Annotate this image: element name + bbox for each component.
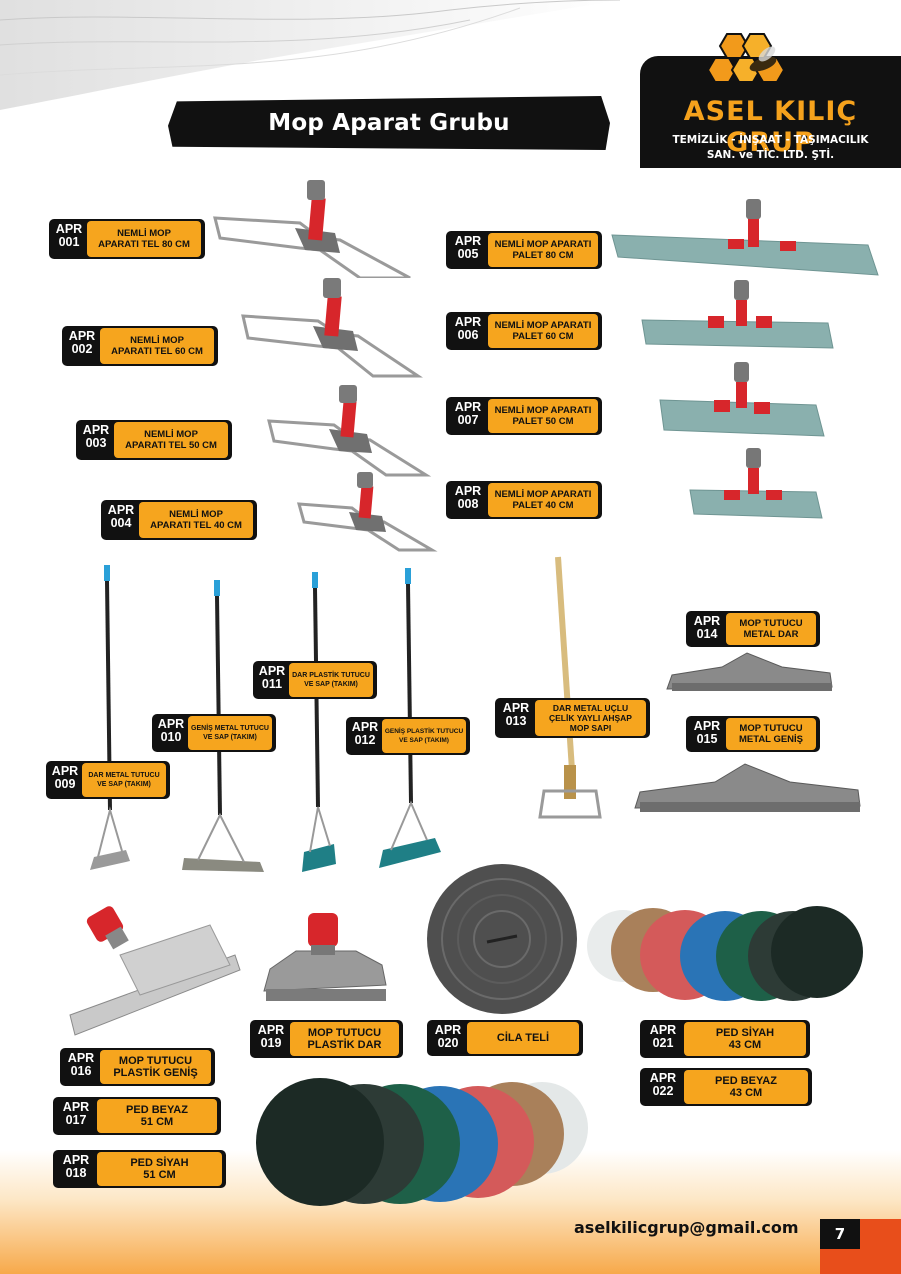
product-tag-005: APR 005 NEMLİ MOP APARATI PALET 80 CM xyxy=(446,231,602,269)
product-name: NEMLİ MOP APARATI TEL 60 CM xyxy=(100,328,214,364)
product-tag-001: APR 001 NEMLİ MOP APARATI TEL 80 CM xyxy=(49,219,205,259)
product-code: APR 001 xyxy=(55,222,83,249)
product-name: DAR PLASTİK TUTUCU VE SAP (TAKIM) xyxy=(289,663,373,697)
product-name: DAR METAL UÇLU ÇELİK YAYLI AHŞAP MOP SAP… xyxy=(535,700,646,736)
product-name: MOP TUTUCU PLASTİK DAR xyxy=(290,1022,399,1056)
product-tag-018: APR 018 PED SİYAH 51 CM xyxy=(53,1150,226,1188)
product-name: PED BEYAZ 51 CM xyxy=(97,1099,217,1133)
brand-name: ASEL KILIÇ GRUP xyxy=(683,96,858,158)
product-tag-007: APR 007 NEMLİ MOP APARATI PALET 50 CM xyxy=(446,397,602,435)
floor-pads-51-image xyxy=(256,1078,588,1206)
product-name: PED SİYAH 51 CM xyxy=(97,1152,222,1186)
product-code: APR 005 xyxy=(454,234,482,261)
wire-mop-frame-50-image xyxy=(267,385,432,477)
wire-mop-frame-60-image xyxy=(241,278,423,378)
product-code: APR 007 xyxy=(454,400,482,427)
product-code: APR 020 xyxy=(434,1023,462,1050)
product-code: APR 014 xyxy=(693,614,721,641)
product-name: NEMLİ MOP APARATI PALET 80 CM xyxy=(488,233,598,267)
plastic-holder-narrow-image xyxy=(263,913,387,1001)
product-tag-006: APR 006 NEMLİ MOP APARATI PALET 60 CM xyxy=(446,312,602,350)
product-tag-002: APR 002 NEMLİ MOP APARATI TEL 60 CM xyxy=(62,326,218,366)
product-code: APR 017 xyxy=(62,1100,90,1127)
product-name: GENİŞ METAL TUTUCU VE SAP (TAKIM) xyxy=(188,716,272,750)
contact-email[interactable]: aselkilicgrup@gmail.com xyxy=(574,1218,799,1237)
product-code: APR 010 xyxy=(157,717,185,744)
product-code: APR 008 xyxy=(454,484,482,511)
product-name: GENİŞ PLASTİK TUTUCU VE SAP (TAKIM) xyxy=(382,719,466,753)
pallet-mop-40-image xyxy=(689,448,823,519)
wide-plastic-holder-set-image xyxy=(379,568,441,868)
narrow-metal-holder-set-image xyxy=(90,565,130,870)
wire-mop-frame-80-image xyxy=(213,180,411,278)
brand-subtitle-1: TEMİZLİK - İNŞAAT - TAŞIMACILIK xyxy=(672,134,869,146)
product-code: APR 003 xyxy=(82,423,110,450)
header-swoosh xyxy=(0,0,621,110)
product-tag-010: APR 010 GENİŞ METAL TUTUCU VE SAP (TAKIM… xyxy=(152,714,276,752)
product-tag-008: APR 008 NEMLİ MOP APARATI PALET 40 CM xyxy=(446,481,602,519)
product-name: CİLA TELİ xyxy=(467,1022,579,1054)
product-name: MOP TUTUCU METAL DAR xyxy=(726,613,816,645)
product-tag-017: APR 017 PED BEYAZ 51 CM xyxy=(53,1097,221,1135)
product-name: MOP TUTUCU PLASTİK GENİŞ xyxy=(100,1050,211,1084)
product-code: APR 021 xyxy=(649,1023,677,1050)
product-tag-004: APR 004 NEMLİ MOP APARATI TEL 40 CM xyxy=(101,500,257,540)
product-code: APR 012 xyxy=(351,720,379,747)
pallet-mop-50-image xyxy=(659,362,825,437)
wide-metal-holder-set-image xyxy=(182,580,264,872)
product-tag-003: APR 003 NEMLİ MOP APARATI TEL 50 CM xyxy=(76,420,232,460)
product-code: APR 013 xyxy=(502,701,530,728)
product-name: NEMLİ MOP APARATI PALET 50 CM xyxy=(488,399,598,433)
product-tag-022: APR 022 PED BEYAZ 43 CM xyxy=(640,1068,812,1106)
product-tag-016: APR 016 MOP TUTUCU PLASTİK GENİŞ xyxy=(60,1048,215,1086)
product-name: NEMLİ MOP APARATI PALET 60 CM xyxy=(488,314,598,348)
brand-subtitle-2: SAN. ve TİC. LTD. ŞTİ. xyxy=(706,149,835,161)
wire-mop-frame-40-image xyxy=(296,472,438,552)
product-code: APR 011 xyxy=(258,664,286,691)
product-tag-019: APR 019 MOP TUTUCU PLASTİK DAR xyxy=(250,1020,403,1058)
product-tag-021: APR 021 PED SİYAH 43 CM xyxy=(640,1020,810,1058)
product-code: APR 015 xyxy=(693,719,721,746)
plastic-holder-wide-image xyxy=(69,906,241,1036)
wooden-mop-handle-image xyxy=(538,556,602,819)
product-name: NEMLİ MOP APARATI TEL 40 CM xyxy=(139,502,253,538)
product-name: NEMLİ MOP APARATI TEL 80 CM xyxy=(87,221,201,257)
product-name: PED BEYAZ 43 CM xyxy=(684,1070,808,1104)
product-code: APR 009 xyxy=(51,764,79,791)
product-tag-012: APR 012 GENİŞ PLASTİK TUTUCU VE SAP (TAK… xyxy=(346,717,470,755)
product-tag-015: APR 015 MOP TUTUCU METAL GENİŞ xyxy=(686,716,820,752)
metal-holder-wide-image xyxy=(634,763,861,812)
product-code: APR 022 xyxy=(649,1071,677,1098)
steel-wool-roll-image xyxy=(427,864,577,1014)
title-banner xyxy=(168,96,610,150)
product-name: DAR METAL TUTUCU VE SAP (TAKIM) xyxy=(82,763,166,797)
product-name: NEMLİ MOP APARATI TEL 50 CM xyxy=(114,422,228,458)
product-code: APR 016 xyxy=(67,1051,95,1078)
product-code: APR 006 xyxy=(454,315,482,342)
bee-honeycomb-icon xyxy=(706,33,786,83)
product-tag-014: APR 014 MOP TUTUCU METAL DAR xyxy=(686,611,820,647)
page-title: Mop Aparat Grubu xyxy=(268,110,510,136)
pallet-mop-60-image xyxy=(641,280,834,349)
floor-pads-43-image xyxy=(587,906,863,1001)
product-code: APR 018 xyxy=(62,1153,90,1180)
page-number: 7 xyxy=(820,1219,860,1249)
pallet-mop-80-image xyxy=(611,199,879,276)
product-code: APR 002 xyxy=(68,329,96,356)
metal-holder-narrow-image xyxy=(666,652,833,691)
narrow-plastic-holder-set-image xyxy=(302,572,336,872)
product-name: PED SİYAH 43 CM xyxy=(684,1022,806,1056)
product-tag-009: APR 009 DAR METAL TUTUCU VE SAP (TAKIM) xyxy=(46,761,170,799)
product-code: APR 019 xyxy=(257,1023,285,1050)
product-tag-011: APR 011 DAR PLASTİK TUTUCU VE SAP (TAKIM… xyxy=(253,661,377,699)
product-code: APR 004 xyxy=(107,503,135,530)
product-name: MOP TUTUCU METAL GENİŞ xyxy=(726,718,816,750)
product-tag-020: APR 020 CİLA TELİ xyxy=(427,1020,583,1056)
product-name: NEMLİ MOP APARATI PALET 40 CM xyxy=(488,483,598,517)
product-tag-013: APR 013 DAR METAL UÇLU ÇELİK YAYLI AHŞAP… xyxy=(495,698,650,738)
